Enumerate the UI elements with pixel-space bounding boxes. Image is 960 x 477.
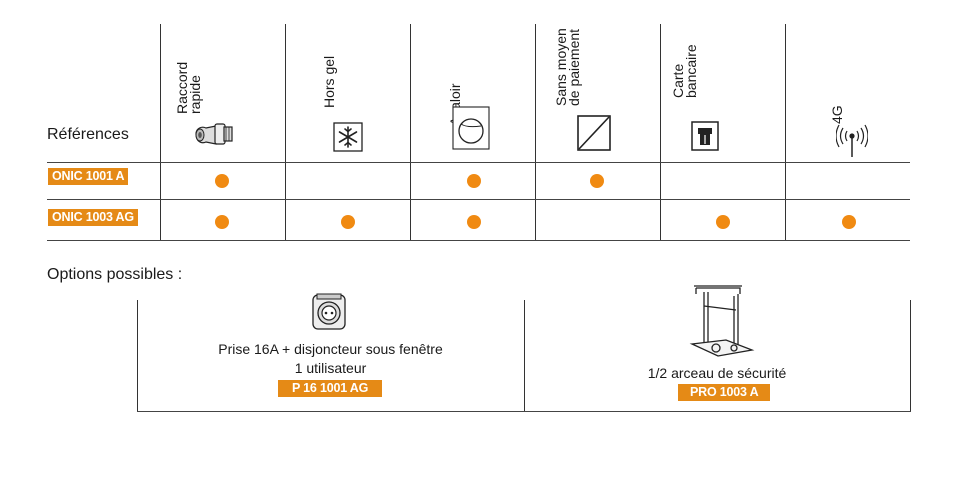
options-left-border [137,300,138,411]
option-left-line2: 1 utilisateur [294,360,367,376]
column-title-hors-gel: Hors gel [321,55,337,108]
options-right-border [910,300,911,411]
feature-dot [341,215,355,229]
quick-connector-icon [195,123,233,145]
option-left-reference: P 16 1001 AG [278,380,383,397]
feature-dot [467,215,481,229]
options-bottom-border [137,411,911,412]
row-divider [47,199,910,200]
drain-icon [452,106,490,150]
column-divider [535,24,536,240]
column-divider [285,24,286,240]
reference-badge-row-1: ONIC 1001 A [48,168,129,185]
references-header: Références [47,126,129,143]
feature-dot [842,215,856,229]
feature-dot [467,174,481,188]
column-title-sans-paiement: Sans moyen de paiement [553,28,582,106]
column-divider [410,24,411,240]
column-divider [660,24,661,240]
snowflake-icon [333,122,363,152]
socket-icon [312,293,346,330]
option-left-line1: Prise 16A + disjoncteur sous fenêtre [218,341,443,357]
reference-badge-row-2: ONIC 1003 AG [48,209,138,226]
safety-arch-icon [689,285,755,357]
column-divider [785,24,786,240]
feature-dot [215,215,229,229]
feature-dot [215,174,229,188]
column-title-raccord: Raccord rapide [174,61,203,114]
option-right-line1: 1/2 arceau de sécurité [647,365,787,381]
feature-dot [590,174,604,188]
column-divider [160,24,161,240]
column-title-carte-bancaire: Carte bancaire [670,44,699,98]
options-title: Options possibles : [47,266,183,283]
options-divider [524,300,525,411]
row-divider [47,240,910,241]
bank-card-icon [691,121,719,151]
feature-dot [716,215,730,229]
no-payment-icon [577,115,611,151]
option-right-reference: PRO 1003 A [678,384,771,401]
antenna-signal-icon [836,124,868,157]
row-divider [47,162,910,163]
